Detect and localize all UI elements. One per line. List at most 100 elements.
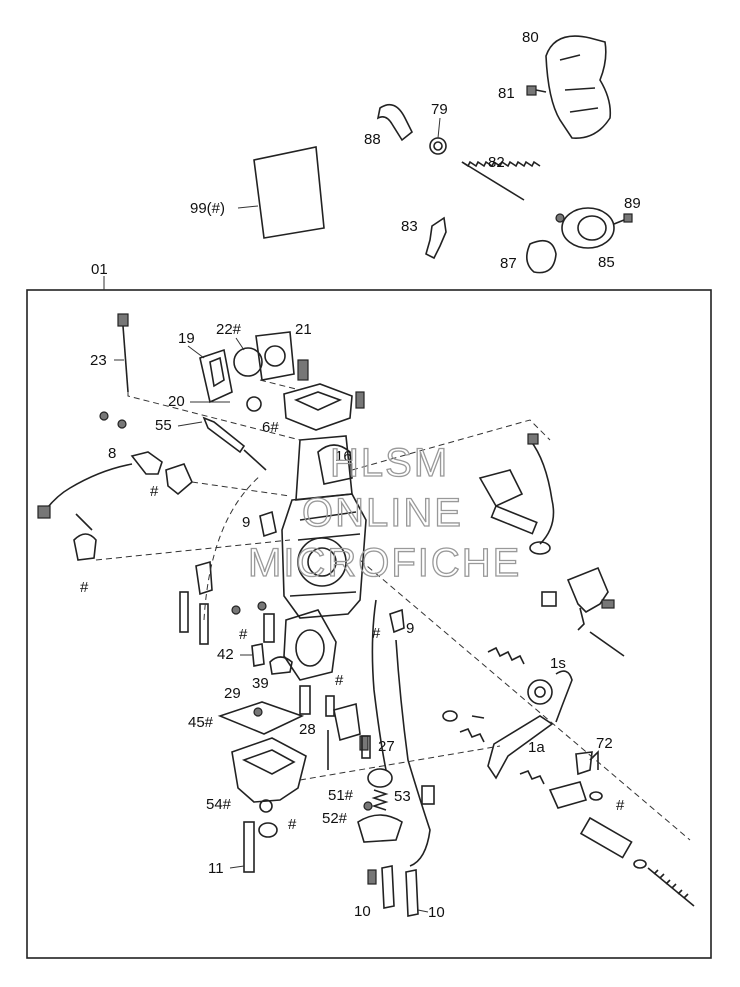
label-1a: 1a (528, 739, 545, 756)
part-8-choke (130, 451, 163, 475)
part-10-hose-a (381, 865, 395, 909)
part-pump-fitting (589, 791, 603, 801)
label-81: 81 (498, 85, 515, 102)
label-mid-hash: # (239, 626, 248, 643)
leader-55 (177, 421, 203, 427)
label-82: 82 (488, 154, 505, 171)
part-8-cable-end (37, 505, 51, 519)
part-10-hose-b (405, 869, 419, 917)
part-54-float-bowl (231, 737, 307, 803)
part-8-screw-a (99, 411, 109, 421)
part-51-cover (357, 814, 403, 843)
dash-line-pump (299, 745, 501, 781)
label-28: 28 (299, 721, 316, 738)
label-72-hash: # (616, 797, 625, 814)
label-19: 19 (178, 330, 195, 347)
label-6: 6# (262, 419, 279, 436)
part-throttle-cable-end (527, 433, 539, 445)
part-throttle-bracket (566, 566, 609, 613)
dash-line-choke (191, 481, 291, 497)
part-54-float-bowl-detail (241, 749, 296, 775)
part-72-link (575, 751, 593, 776)
label-88: 88 (364, 131, 381, 148)
part-throttle-shaft (490, 504, 538, 535)
part-pulley-hub (534, 686, 546, 698)
assembly-frame (26, 289, 712, 959)
part-6-top-cap-detail (293, 391, 343, 411)
leader-79 (437, 117, 441, 139)
label-39: 39 (252, 675, 269, 692)
label-8: 8 (108, 445, 116, 462)
label-8-hash-a: # (150, 483, 159, 500)
part-carb-body (281, 493, 367, 619)
part-fitting-left (195, 560, 213, 596)
part-8-screw-b (117, 419, 127, 429)
part-85-adapter-bore (577, 215, 607, 241)
part-52-oring (363, 801, 373, 811)
part-88-hose (376, 103, 414, 142)
dash-line-throttle (351, 419, 551, 471)
watermark-line-1: HLSM (330, 441, 449, 485)
part-long-bolt (589, 631, 625, 657)
part-boot-washer (633, 859, 647, 869)
part-19-block (199, 348, 233, 404)
part-99-sheet (253, 146, 325, 239)
part-85-lug (555, 213, 565, 223)
label-01: 01 (91, 261, 108, 278)
part-vent-hose-b (395, 639, 431, 867)
part-throttle-screw (601, 599, 615, 609)
label-87: 87 (500, 255, 517, 272)
label-11: 11 (208, 860, 224, 877)
part-lever-screw (471, 715, 485, 719)
part-82-axis (461, 161, 525, 201)
part-82-spring (461, 160, 541, 168)
label-80: 80 (522, 29, 539, 46)
part-20-washer (246, 396, 262, 412)
part-39-plug (269, 656, 293, 675)
part-6-bolt (297, 359, 309, 381)
part-21-plate-hole (264, 345, 286, 367)
part-16-fitting (317, 444, 353, 485)
part-22-oring (233, 347, 263, 377)
part-carb-venturi-inner (307, 547, 337, 577)
part-throttle-cable (529, 439, 555, 545)
part-throttle-bracket-arm (577, 607, 585, 631)
part-boot-bolt (647, 867, 695, 907)
leader-19 (187, 345, 205, 359)
part-45-gasket (217, 701, 305, 735)
part-53-diaphragm (367, 768, 393, 788)
part-hose-left-b (199, 603, 209, 645)
label-9-left: 9 (242, 514, 250, 531)
label-53: 53 (394, 788, 411, 805)
part-jet-stack (263, 613, 275, 643)
leader-10-b (417, 909, 429, 913)
label-45: 45# (188, 714, 214, 731)
dash-line-shaft (359, 559, 691, 841)
part-carb-body-upper (295, 435, 353, 501)
part-83-bracket (425, 216, 447, 260)
part-28-jet (299, 685, 311, 715)
label-23: 23 (90, 352, 107, 369)
leader-11 (229, 865, 245, 869)
part-10-clip (367, 869, 377, 885)
label-1s: 1s (550, 655, 566, 672)
part-81-screw (526, 85, 537, 96)
part-6-top-cap (283, 383, 353, 431)
part-carb-throat-bore (295, 629, 325, 667)
label-42: 42 (217, 646, 234, 663)
watermark-line-3: MICROFICHE (248, 541, 521, 585)
part-throttle-washer (529, 541, 551, 555)
part-79-clamp (429, 137, 447, 155)
part-79-clamp-inner (433, 141, 443, 151)
part-27-valve (361, 735, 371, 759)
part-29-screw (253, 707, 263, 717)
label-39-hash: # (335, 672, 344, 689)
part-lever-washer (442, 710, 458, 722)
part-54-drain (259, 799, 273, 813)
part-vent-hose-a (371, 599, 387, 771)
part-80-cover-detail (559, 54, 599, 113)
dash-line-arc (203, 475, 261, 621)
label-8-hash-b: # (80, 579, 89, 596)
label-52: 52# (322, 810, 348, 827)
part-8-bracket (165, 463, 193, 496)
